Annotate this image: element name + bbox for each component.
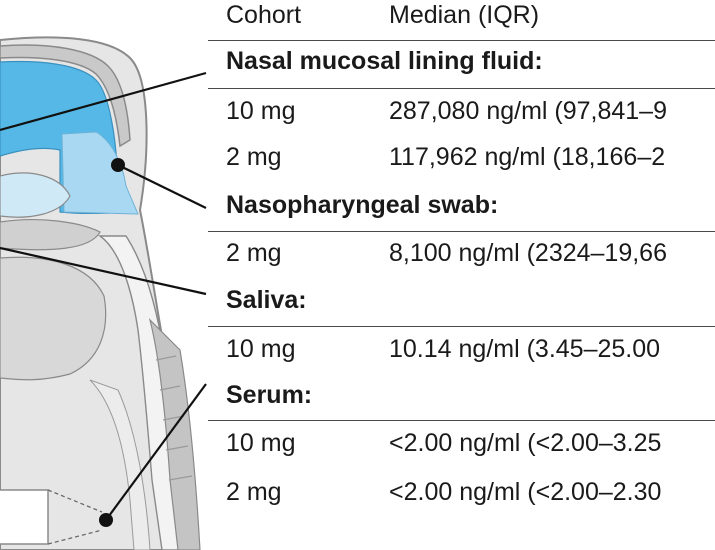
- section-divider: [208, 420, 715, 421]
- row-cohort: 2 mg: [226, 239, 282, 267]
- row-cohort: 10 mg: [226, 335, 296, 363]
- row-value: 8,100 ng/ml (2324–19,66: [389, 239, 667, 267]
- section-title-serum: Serum:: [226, 381, 313, 409]
- leader-line-serum: [105, 383, 207, 521]
- turbinates: [0, 172, 71, 218]
- section-title-nasal-fluid: Nasal mucosal lining fluid:: [226, 47, 543, 75]
- np-swab-marker: [111, 158, 125, 172]
- row-cohort: 2 mg: [226, 143, 282, 171]
- section-divider: [208, 231, 715, 232]
- row-cohort: 10 mg: [226, 429, 296, 457]
- row-cohort: 2 mg: [226, 478, 282, 506]
- row-value: 10.14 ng/ml (3.45–25.00: [389, 335, 661, 363]
- oropharynx-shadow: [89, 379, 151, 550]
- serum-marker: [99, 513, 113, 527]
- section-title-saliva: Saliva:: [226, 286, 307, 314]
- inset-dashed-bottom: [47, 529, 103, 545]
- cervical-lines: [155, 355, 193, 481]
- leader-line-saliva: [0, 246, 207, 296]
- inset-dashed-top: [47, 489, 103, 513]
- row-value: <2.00 ng/ml (<2.00–2.30: [389, 478, 662, 506]
- row-value: 287,080 ng/ml (97,841–9: [389, 97, 667, 125]
- section-title-np-swab: Nasopharyngeal swab:: [226, 191, 499, 219]
- hard-palate: [0, 219, 101, 251]
- header-divider: [208, 40, 715, 41]
- row-value: <2.00 ng/ml (<2.00–3.25: [389, 429, 662, 457]
- section-divider: [208, 88, 715, 89]
- column-header-cohort: Cohort: [226, 1, 302, 29]
- column-header-median: Median (IQR): [389, 1, 540, 29]
- section-divider: [208, 326, 715, 327]
- leader-line-np-swab: [117, 164, 207, 209]
- row-value: 117,962 ng/ml (18,166–2: [389, 143, 666, 171]
- tongue: [0, 256, 107, 381]
- leader-line-nmlf: [0, 71, 207, 132]
- nasal-bone: [0, 44, 131, 148]
- row-cohort: 10 mg: [226, 97, 296, 125]
- serum-inset-box: [0, 489, 49, 545]
